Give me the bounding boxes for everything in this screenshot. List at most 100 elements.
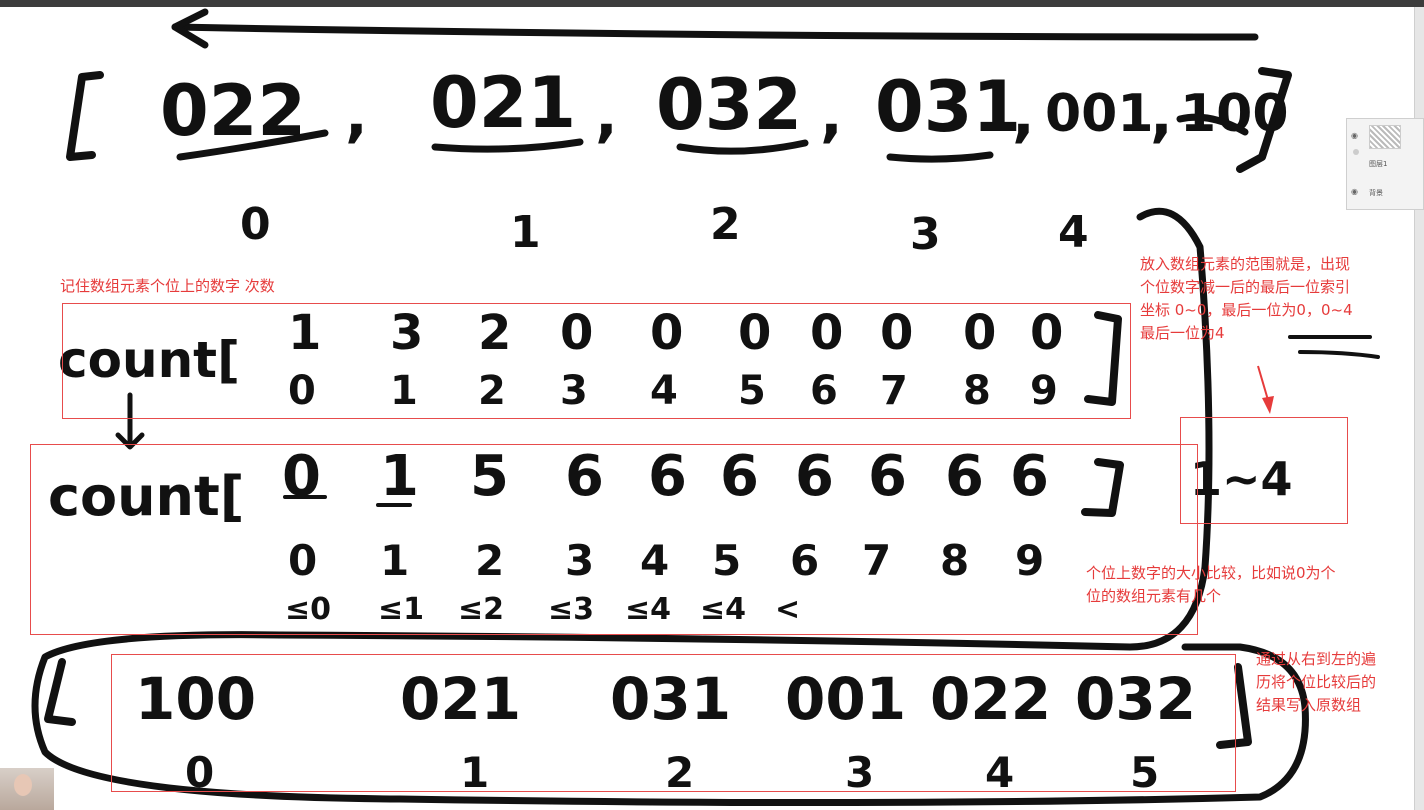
layer-toggle-dot[interactable] — [1353, 149, 1359, 155]
count2-condition: ≤0 — [285, 592, 331, 627]
eye-icon[interactable]: ◉ — [1351, 187, 1358, 196]
comma: , — [595, 80, 618, 150]
count2-index: 3 — [565, 536, 594, 585]
count2-condition: ≤4 — [700, 592, 746, 627]
arrow-down-icon — [115, 392, 145, 450]
comma: , — [345, 80, 368, 150]
result-value: 032 — [1075, 665, 1196, 733]
note-line: 坐标 0~0，最后一位为0，0~4 — [1140, 301, 1353, 319]
result-index: 5 — [1130, 748, 1159, 797]
array-top-index: 4 — [1058, 207, 1089, 258]
array-top-value: 001 — [1045, 84, 1154, 144]
count2-highlight-box — [30, 444, 1198, 635]
count1-index: 7 — [880, 368, 908, 414]
note-line: 结果写入原数组 — [1256, 696, 1362, 714]
result-value: 031 — [610, 665, 731, 733]
count1-value: 0 — [1030, 305, 1063, 361]
note-compare-desc: 个位上数字的大小比较，比如说0为个 位的数组元素有几个 — [1086, 562, 1336, 608]
count1-value: 0 — [560, 305, 593, 361]
count1-index: 6 — [810, 368, 838, 414]
array-top-value: 032 — [656, 64, 802, 146]
result-value: 021 — [400, 665, 521, 733]
side-highlight-box — [1180, 417, 1348, 524]
result-index: 3 — [845, 748, 874, 797]
result-highlight-box — [111, 654, 1236, 792]
count2-index: 6 — [790, 536, 819, 585]
count1-label: count[ — [58, 331, 240, 389]
scribble — [1288, 335, 1380, 359]
count1-index: 5 — [738, 368, 766, 414]
layer-name: 图层1 — [1369, 160, 1388, 168]
note-range-desc: 放入数组元素的范围就是，出现 个位数字减一后的最后一位索引 坐标 0~0，最后一… — [1140, 253, 1353, 345]
count2-index: 2 — [475, 536, 504, 585]
note-line: 放入数组元素的范围就是，出现 — [1140, 255, 1351, 273]
array-top-value: 031 — [875, 66, 1021, 148]
count2-value: 6 — [565, 444, 604, 509]
note-line: 位的数组元素有几个 — [1086, 587, 1222, 605]
bracket-right — [1236, 67, 1292, 173]
vertical-scrollbar[interactable] — [1414, 7, 1424, 810]
count1-index: 9 — [1030, 368, 1058, 414]
array-top-value: 021 — [430, 62, 576, 144]
layer-row-2[interactable]: ◉ 背景 — [1347, 183, 1424, 211]
underline — [176, 129, 329, 161]
result-value: 100 — [135, 665, 256, 733]
bracket-right — [1084, 311, 1122, 406]
underline — [1176, 113, 1249, 136]
count1-value: 3 — [390, 305, 423, 361]
array-top-index: 2 — [710, 199, 741, 250]
count2-value: 6 — [868, 444, 907, 509]
count2-value: 6 — [720, 444, 759, 509]
layer-row-1[interactable]: ◉ 图层1 — [1347, 121, 1424, 168]
arrow-line — [171, 23, 1259, 41]
result-value: 001 — [785, 665, 906, 733]
window-top-bar — [0, 0, 1424, 7]
array-top-index: 3 — [910, 209, 941, 260]
underline — [431, 138, 584, 153]
count2-value: 5 — [470, 444, 509, 509]
loop-stroke — [31, 207, 1309, 807]
layer-thumbnail — [1369, 125, 1401, 149]
note-line: 通过从右到左的遍 — [1256, 650, 1377, 668]
note-count-desc: 记住数组元素个位上的数字 次数 — [60, 277, 275, 295]
count2-index: 5 — [712, 536, 741, 585]
result-index: 0 — [185, 748, 214, 797]
result-index: 2 — [665, 748, 694, 797]
count1-highlight-box — [62, 303, 1131, 419]
count2-value: 6 — [648, 444, 687, 509]
note-line: 最后一位为4 — [1140, 324, 1225, 342]
array-top-index: 0 — [240, 199, 271, 250]
count2-condition: < — [775, 592, 800, 627]
red-arrow-icon — [1257, 365, 1274, 414]
count2-condition: ≤3 — [548, 592, 594, 627]
webcam-thumbnail — [0, 768, 54, 810]
count2-index: 4 — [640, 536, 669, 585]
whiteboard-canvas: 022 021 032 031 001 100 , , , , , 0 1 2 … — [31, 8, 1380, 807]
bracket-left — [66, 71, 104, 161]
comma: , — [1150, 80, 1173, 150]
count1-index: 8 — [963, 368, 991, 414]
count2-index: 8 — [940, 536, 969, 585]
underline — [676, 139, 809, 155]
count1-index: 2 — [478, 368, 506, 414]
bracket-right — [1216, 663, 1252, 749]
arrow-head-icon — [171, 8, 209, 49]
count2-value: 6 — [795, 444, 834, 509]
face — [14, 774, 32, 796]
count2-condition: ≤4 — [625, 592, 671, 627]
count1-value: 1 — [288, 305, 321, 361]
count2-value: 6 — [1010, 444, 1049, 509]
result-index: 1 — [460, 748, 489, 797]
count1-index: 4 — [650, 368, 678, 414]
note-traverse-desc: 通过从右到左的遍 历将个位比较后的 结果写入原数组 — [1256, 648, 1376, 717]
count2-value: 1 — [380, 444, 419, 509]
eye-icon[interactable]: ◉ — [1351, 131, 1358, 140]
count1-value: 0 — [650, 305, 683, 361]
count2-label: count[ — [48, 465, 245, 528]
count2-index: 7 — [862, 536, 891, 585]
layers-panel: ◉ 图层1 ◉ 背景 — [1346, 118, 1424, 210]
underline — [886, 151, 994, 163]
count1-index: 3 — [560, 368, 588, 414]
count2-value: 6 — [945, 444, 984, 509]
count1-value: 0 — [810, 305, 843, 361]
